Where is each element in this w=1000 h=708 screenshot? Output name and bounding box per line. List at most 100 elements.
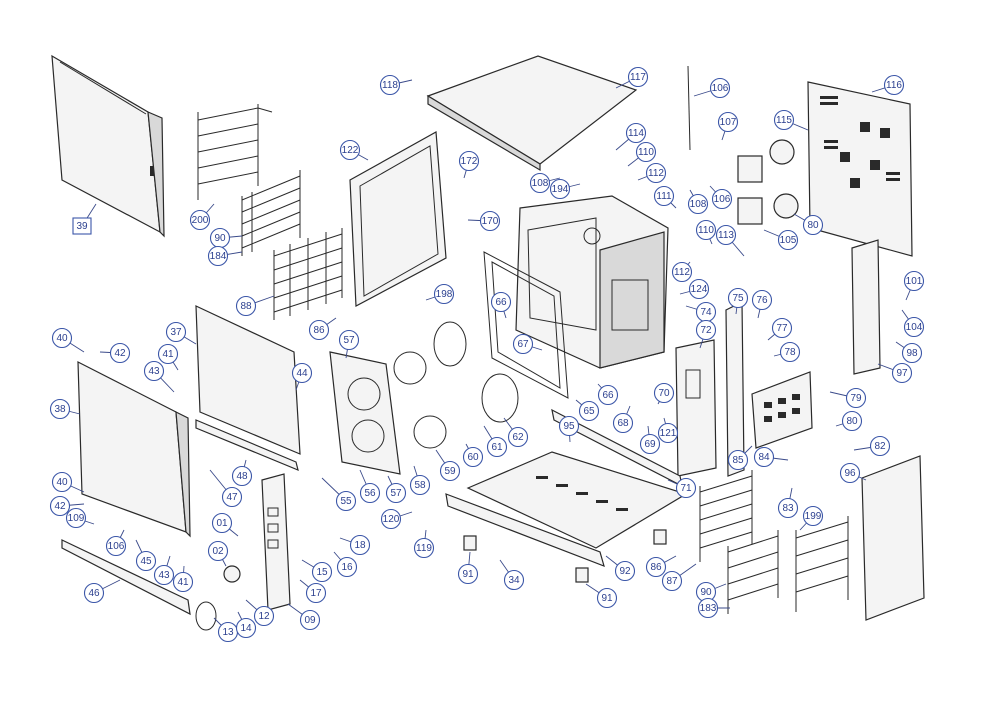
- callout-65: 65: [578, 400, 600, 422]
- callout-number: 90: [700, 587, 712, 598]
- callout-39: 39: [72, 217, 92, 235]
- callout-119: 119: [413, 537, 435, 559]
- callout-number: 96: [844, 468, 856, 479]
- callout-number: 82: [874, 441, 886, 452]
- callout-circle: [83, 582, 105, 604]
- callout-number: 70: [658, 388, 670, 399]
- callout-circle: [135, 550, 157, 572]
- callout-45: 45: [135, 550, 157, 572]
- callout-199: 199: [802, 505, 824, 527]
- callout-72: 72: [695, 319, 717, 341]
- callout-71: 71: [675, 477, 697, 499]
- callout-circle: [153, 564, 175, 586]
- callout-number: 02: [212, 546, 224, 557]
- callout-number: 34: [508, 575, 520, 586]
- part-oven-cavity: [515, 195, 669, 369]
- callout-183: 183: [697, 597, 719, 619]
- callout-number: 40: [56, 477, 68, 488]
- callout-number: 16: [341, 562, 353, 573]
- callout-number: 97: [896, 368, 908, 379]
- callout-circle: [779, 341, 801, 363]
- callout-circle: [507, 426, 529, 448]
- part-feet-91: [463, 529, 667, 583]
- callout-number: 91: [601, 593, 613, 604]
- part-right-racks: [699, 470, 849, 614]
- part-electrical-box-85: [751, 371, 813, 449]
- callout-circle: [751, 289, 773, 311]
- callout-number: 183: [700, 603, 717, 614]
- callout-circle: [627, 66, 649, 88]
- callout-62: 62: [507, 426, 529, 448]
- callout-circle: [653, 382, 675, 404]
- callout-number: 198: [436, 289, 453, 300]
- callout-circle: [661, 570, 683, 592]
- callout-circle: [845, 387, 867, 409]
- callout-circle: [143, 360, 165, 382]
- callout-112b: 112: [671, 261, 693, 283]
- callout-circle: [336, 556, 358, 578]
- callout-circle: [305, 582, 327, 604]
- callout-circle: [578, 400, 600, 422]
- callout-58: 58: [409, 474, 431, 496]
- callout-43: 43: [143, 360, 165, 382]
- callout-number: 106: [712, 83, 729, 94]
- part-rail-34: [445, 493, 605, 567]
- callout-number: 104: [906, 322, 923, 333]
- callout-116: 116: [883, 74, 905, 96]
- callout-number: 43: [148, 366, 160, 377]
- callout-number: 47: [226, 492, 238, 503]
- callout-circle: [841, 410, 863, 432]
- callout-circle: [771, 317, 793, 339]
- callout-number: 68: [617, 418, 629, 429]
- part-fan-plate-56: [329, 321, 519, 475]
- callout-circle: [625, 122, 647, 144]
- callout-circle: [105, 535, 127, 557]
- part-rod-106: [687, 65, 691, 151]
- callout-104: 104: [903, 316, 925, 338]
- callout-circle: [773, 109, 795, 131]
- callout-number: 57: [343, 335, 355, 346]
- callout-circle: [901, 342, 923, 364]
- callout-number: 56: [364, 488, 376, 499]
- callout-circle: [671, 261, 693, 283]
- callout-number: 41: [162, 349, 174, 360]
- callout-number: 39: [76, 221, 88, 232]
- callout-80: 80: [802, 214, 824, 236]
- callout-circle: [883, 74, 905, 96]
- callout-circle: [291, 362, 313, 384]
- callout-66: 66: [490, 291, 512, 313]
- callout-circle: [65, 507, 87, 529]
- callout-number: 117: [630, 72, 646, 83]
- callout-122: 122: [339, 139, 361, 161]
- callout-16: 16: [336, 556, 358, 578]
- callout-circle: [645, 162, 667, 184]
- callout-circle: [657, 422, 679, 444]
- callout-106: 106: [709, 77, 731, 99]
- callout-circle: [189, 209, 211, 231]
- callout-200: 200: [189, 209, 211, 231]
- callout-number: 86: [313, 325, 325, 336]
- callout-circle: [709, 77, 731, 99]
- callout-number: 124: [691, 284, 708, 295]
- callout-number: 69: [644, 439, 656, 450]
- callout-121: 121: [657, 422, 679, 444]
- callout-number: 44: [296, 368, 308, 379]
- callout-circle: [338, 329, 360, 351]
- callout-number: 66: [602, 390, 614, 401]
- callout-circle: [109, 342, 131, 364]
- callout-circle: [903, 316, 925, 338]
- callout-circle: [558, 415, 580, 437]
- callout-184: 184: [207, 245, 229, 267]
- callout-number: 113: [718, 230, 734, 241]
- part-door-38: [77, 361, 191, 538]
- callout-91: 91: [457, 563, 479, 585]
- callout-number: 112: [674, 267, 690, 278]
- callout-number: 95: [563, 421, 575, 432]
- callout-number: 108: [532, 178, 549, 189]
- callout-circle: [645, 556, 667, 578]
- callout-number: 86: [650, 562, 662, 573]
- callout-circle: [359, 482, 381, 504]
- callout-67: 67: [512, 333, 534, 355]
- callout-number: 58: [414, 480, 426, 491]
